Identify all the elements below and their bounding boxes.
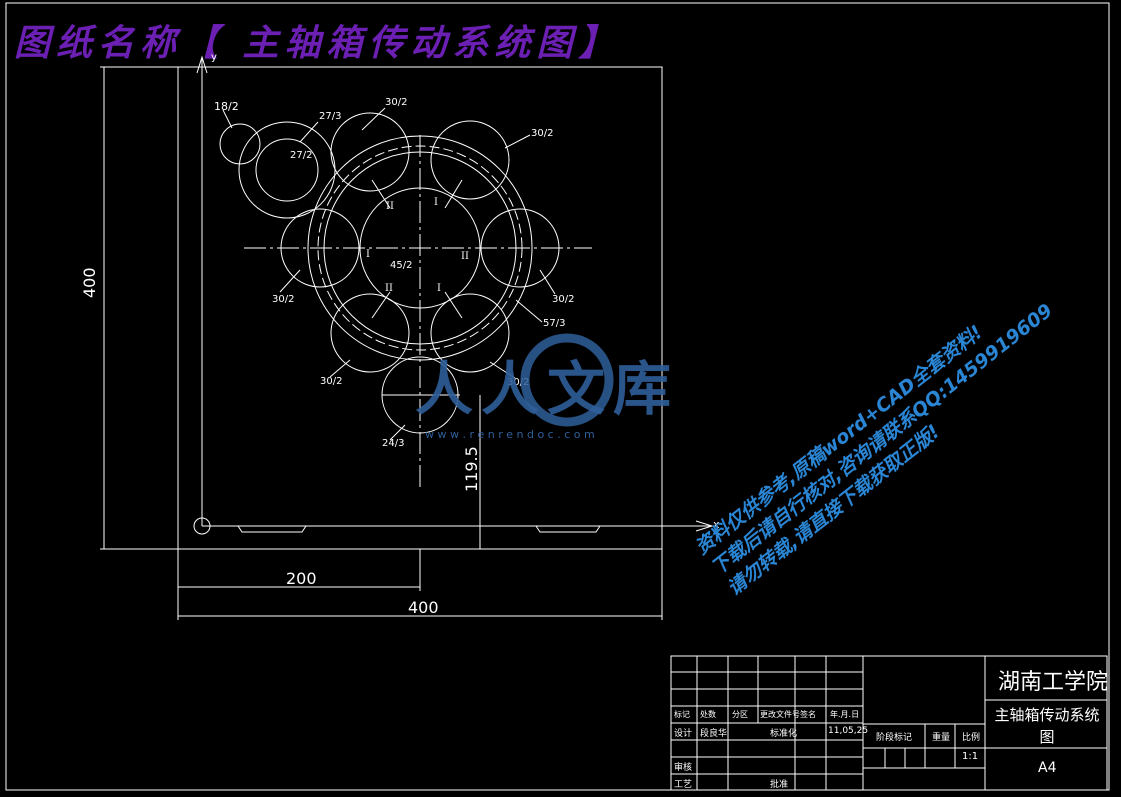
gear-27-3 <box>238 121 336 219</box>
shaft-label: I <box>437 283 441 294</box>
shaft-line-2 <box>444 179 463 209</box>
dim-label-400-horizontal: 400 <box>408 598 439 617</box>
planet-gear-bottom-right <box>430 293 510 373</box>
gear-18-2 <box>219 123 261 165</box>
leader-24-3 <box>389 424 406 441</box>
standardization-label: 标准化 <box>770 729 798 739</box>
shaft-label: II <box>386 201 394 212</box>
drawing-name: 主轴箱传动系统图 <box>994 706 1100 746</box>
review-label: 审核 <box>674 763 693 773</box>
leader-30-2-br <box>489 361 516 379</box>
gear-label: 30/2 <box>531 128 554 139</box>
shaft-label: I <box>366 249 370 260</box>
dim-label-119-5: 119.5 <box>462 446 481 492</box>
tb-header: 年.月.日 <box>830 710 860 719</box>
logo-url: w w w . r e n r e n d o c . c o m <box>425 428 595 441</box>
gear-label: 27/2 <box>290 150 313 161</box>
leader-27-3 <box>299 121 319 143</box>
rail-left <box>237 525 307 533</box>
planet-gear-top-left <box>330 112 410 192</box>
leader-30-2-right <box>539 269 556 295</box>
planet-gear-top-right <box>430 120 510 200</box>
stage-mark-label: 阶段标记 <box>876 733 913 743</box>
sheet-border <box>5 2 1110 791</box>
tb-header: 标记 <box>674 710 690 719</box>
design-date: 11,05,25 <box>828 726 869 736</box>
tb-header: 处数 <box>700 710 716 719</box>
shaft-line-3 <box>371 291 391 319</box>
gear-label: 24/3 <box>382 438 405 449</box>
leader-30-2-top <box>361 107 386 131</box>
tb-header: 分区 <box>732 710 748 719</box>
rail-right <box>535 525 601 533</box>
sheet-size: A4 <box>1038 760 1057 776</box>
designer-name: 段良华 <box>700 729 728 739</box>
logo-mark-icon <box>520 333 614 427</box>
renrendoc-logo: 人人文库 w w w . r e n r e n d o c . c o m <box>395 320 705 450</box>
process-label: 工艺 <box>674 780 693 790</box>
leader-18-2 <box>222 109 233 129</box>
x-axis-arrow <box>695 520 714 532</box>
approve-label: 批准 <box>770 780 789 790</box>
planet-gear-bottom-left <box>330 293 410 373</box>
gear-label: 30/2 <box>385 97 408 108</box>
shaft-line-1 <box>371 179 391 209</box>
dim-label-400-vertical: 400 <box>80 267 99 298</box>
gear-label: 45/2 <box>390 260 413 271</box>
tb-left-rows <box>671 656 863 790</box>
gear-label: 30/2 <box>320 376 343 387</box>
gear-label: 57/3 <box>543 318 566 329</box>
gear-label: 30/2 <box>272 294 295 305</box>
origin-marker <box>193 517 211 535</box>
weight-label: 重量 <box>932 733 951 743</box>
gear-27-2 <box>255 138 319 202</box>
tb-header: 更改文件号 <box>760 710 800 719</box>
drawing-name-banner: 图纸名称【 主轴箱传动系统图】 <box>14 22 621 64</box>
x-axis-label: x <box>713 518 720 531</box>
y-axis-label: y <box>211 52 217 63</box>
shaft-label: II <box>461 251 469 262</box>
tb-header: 签名 <box>800 710 816 719</box>
leader-30-2-topright <box>504 134 531 149</box>
gear-label: 27/3 <box>319 111 342 122</box>
leader-30-2-bl <box>329 359 351 378</box>
gear-label: 30/2 <box>507 377 530 388</box>
scale-label: 比例 <box>962 733 981 743</box>
school-name: 湖南工学院 <box>998 670 1109 695</box>
shaft-label: II <box>385 283 393 294</box>
shaft-label: I <box>434 197 438 208</box>
leader-30-2-left <box>279 269 301 293</box>
y-axis-arrow <box>196 55 208 74</box>
leader-57-3 <box>515 299 543 323</box>
design-label: 设计 <box>674 729 693 739</box>
scale-value: 1:1 <box>962 751 979 762</box>
gear-label: 18/2 <box>214 100 239 113</box>
dim-label-200: 200 <box>286 569 317 588</box>
shaft-line-4 <box>444 291 463 319</box>
gear-label: 30/2 <box>552 294 575 305</box>
logo-text: 人人文库 <box>415 355 680 423</box>
